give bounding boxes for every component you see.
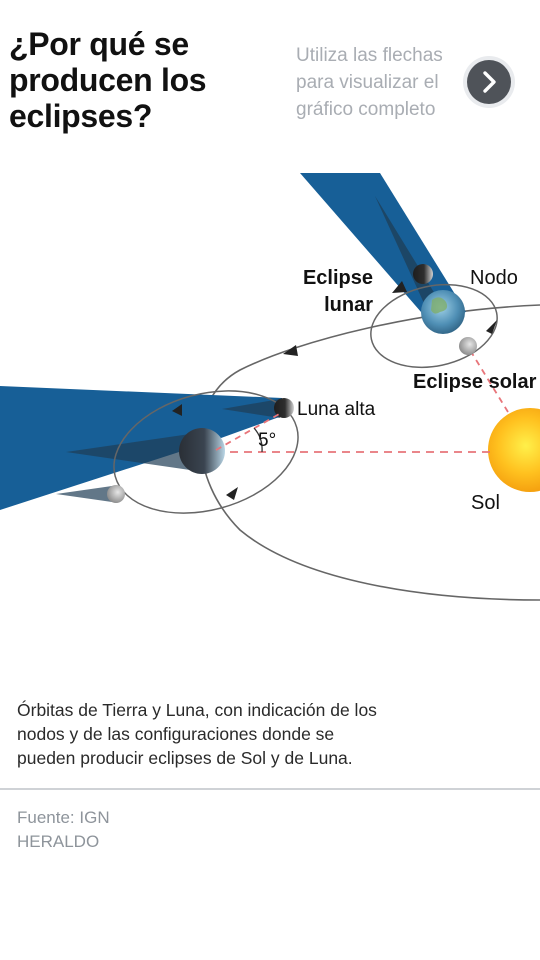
umbra-shadow-luna-baja [56, 486, 112, 502]
source-line: Fuente: IGN [17, 808, 110, 827]
orbit-arrow-icon [283, 345, 298, 356]
earth-left [179, 428, 225, 474]
umbra-shadow-luna-alta [222, 399, 280, 418]
label-angle: 5° [258, 430, 276, 451]
angle-arc [253, 427, 263, 453]
orbit-arrow-icon [392, 281, 407, 293]
orbit-arrow-icon [226, 487, 238, 500]
eclipse-diagram: Eclipse lunar Nodo Eclipse solar Luna al… [0, 173, 540, 601]
umbra-shadow-upper-dark [375, 196, 446, 312]
title-line: producen los [9, 62, 207, 98]
hint-line: Utiliza las flechas [296, 45, 443, 66]
earth-node [421, 290, 465, 334]
chevron-right-icon [483, 71, 496, 93]
label-luna-alta: Luna alta [297, 399, 376, 420]
publisher-line: HERALDO [17, 832, 100, 851]
moon-luna-baja [107, 485, 125, 503]
label-sol: Sol [471, 492, 500, 514]
hint-line: para visualizar el [296, 72, 439, 93]
caption-line: nodos y de las configuraciones donde se [17, 724, 335, 744]
moon-orbit-left [113, 390, 299, 514]
label-eclipse-lunar-2: lunar [324, 294, 373, 316]
caption-line: pueden producir eclipses de Sol y de Lun… [17, 748, 353, 768]
next-button-face[interactable] [467, 60, 511, 104]
hint-line: gráfico completo [296, 99, 436, 120]
divider [0, 788, 540, 790]
caption-line: Órbitas de Tierra y Luna, con indicación… [17, 700, 377, 720]
orbit-arrow-icon [172, 404, 182, 416]
moon-eclipse-lunar [413, 264, 433, 284]
title-line: ¿Por qué se [9, 26, 189, 62]
title-line: eclipses? [9, 98, 153, 134]
figure-caption: Órbitas de Tierra y Luna, con indicación… [17, 698, 437, 770]
label-eclipse-lunar-1: Eclipse [303, 267, 373, 289]
moon-luna-alta [274, 398, 294, 418]
page-title: ¿Por qué se producen los eclipses? [9, 26, 279, 134]
sun [488, 408, 540, 492]
label-nodo: Nodo [470, 267, 518, 289]
moon-orbit-node [370, 283, 498, 369]
sun-line-top [469, 349, 509, 413]
earth-node-continents [431, 297, 448, 314]
navigation-hint: Utiliza las flechas para visualizar el g… [296, 42, 461, 123]
moon-eclipse-solar [459, 337, 477, 355]
orbit-arrow-icon [486, 320, 497, 334]
label-eclipse-solar: Eclipse solar [413, 371, 537, 393]
source-credit: Fuente: IGN HERALDO [17, 806, 110, 854]
next-button[interactable] [463, 56, 515, 108]
umbra-shadow-left-dark [66, 434, 190, 470]
angle-line [215, 412, 282, 451]
